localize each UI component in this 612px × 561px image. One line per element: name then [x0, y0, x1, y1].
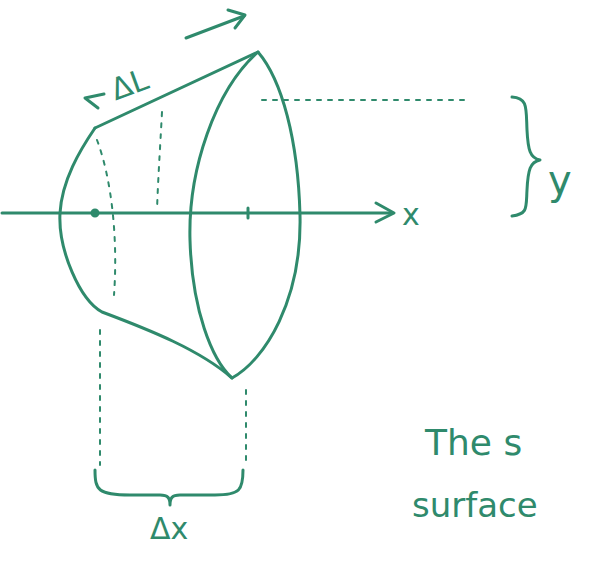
note-text: surface: [412, 488, 538, 522]
axis-dot: [92, 210, 98, 216]
y-brace: [512, 97, 540, 216]
hidden-edge: [97, 140, 115, 295]
length-label: ΔL: [107, 64, 152, 105]
height-guide: [262, 99, 470, 101]
axis-tick: [247, 208, 250, 218]
dimension-label: Δx: [150, 514, 188, 544]
axis-label: x: [402, 200, 420, 230]
radius-line: [157, 112, 162, 210]
axis-arrowhead: [376, 203, 394, 222]
end-ellipse: [190, 52, 300, 378]
dimension-arrowhead: [228, 10, 245, 28]
axis-label: y: [548, 160, 572, 200]
dx-brace: [95, 470, 243, 505]
guide-line: [99, 330, 101, 465]
slant-edge: [95, 52, 258, 128]
dimension-arrowhead: [85, 94, 104, 108]
frustum-profile: [60, 128, 232, 378]
guide-line: [245, 390, 247, 465]
note-text: The s: [425, 425, 522, 461]
